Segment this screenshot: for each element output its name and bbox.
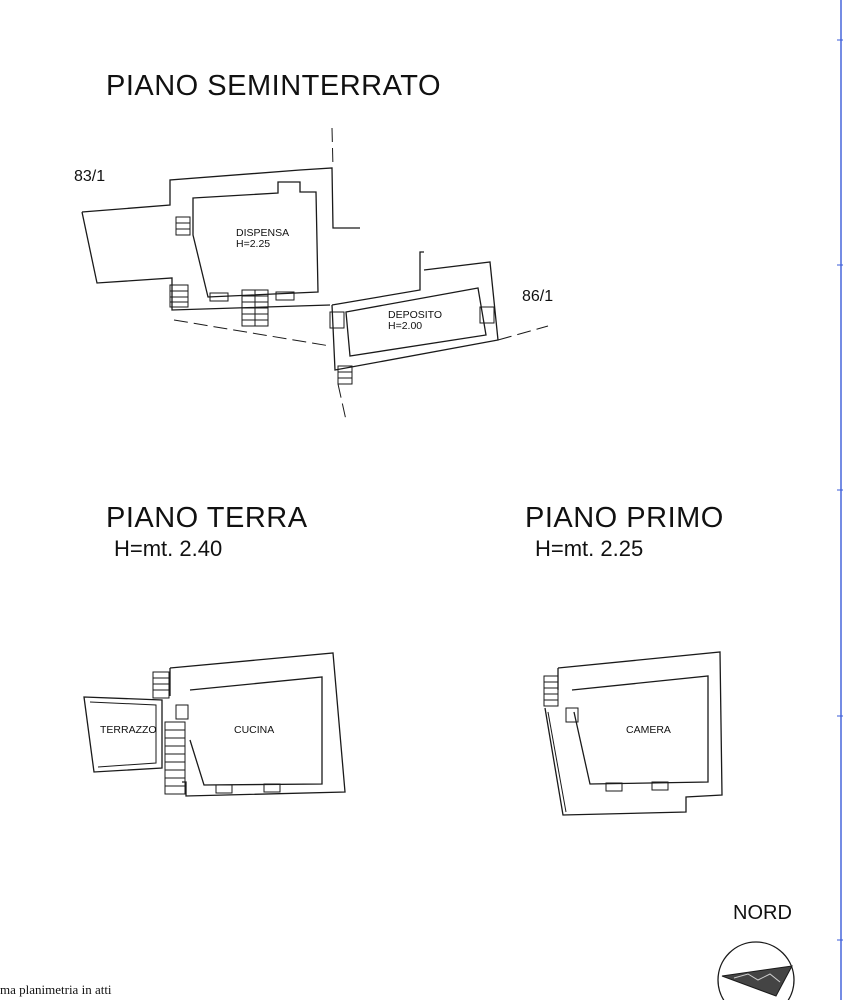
room-cucina-label: CUCINA: [234, 724, 275, 736]
title-primo: PIANO PRIMO: [525, 502, 724, 534]
deposito-inner-wall: [345, 287, 487, 357]
room-dispensa-label: DISPENSA: [236, 227, 290, 239]
room-deposito-height: H=2.00: [388, 320, 423, 332]
north-label: NORD: [733, 902, 792, 924]
room-dispensa-height: H=2.25: [236, 238, 271, 250]
title-seminterrato: PIANO SEMINTERRATO: [106, 70, 442, 102]
parcel-left-label: 83/1: [74, 168, 106, 185]
height-primo: H=mt. 2.25: [535, 536, 644, 561]
primo-outer-wall: [544, 651, 723, 816]
room-camera-label: CAMERA: [626, 724, 671, 736]
footnote: ma planimetria in atti: [0, 982, 112, 997]
parcel-right-label: 86/1: [522, 288, 554, 305]
north-arrow-icon: [717, 941, 795, 1000]
terrazzo-walls: [83, 696, 163, 773]
dispensa-walls: [192, 181, 319, 298]
seminterrato-plan: [81, 127, 549, 421]
right-page-edge: [835, 0, 843, 1000]
seminterrato-outer-wall: [81, 167, 360, 311]
camera-walls: [571, 675, 709, 785]
title-terra: PIANO TERRA: [106, 502, 308, 534]
room-terrazzo-label: TERRAZZO: [100, 724, 157, 736]
terra-plan: [83, 652, 346, 797]
height-terra: H=mt. 2.40: [114, 536, 223, 561]
cucina-walls: [189, 676, 323, 786]
primo-plan: [543, 651, 723, 816]
room-deposito-label: DEPOSITO: [388, 309, 443, 321]
